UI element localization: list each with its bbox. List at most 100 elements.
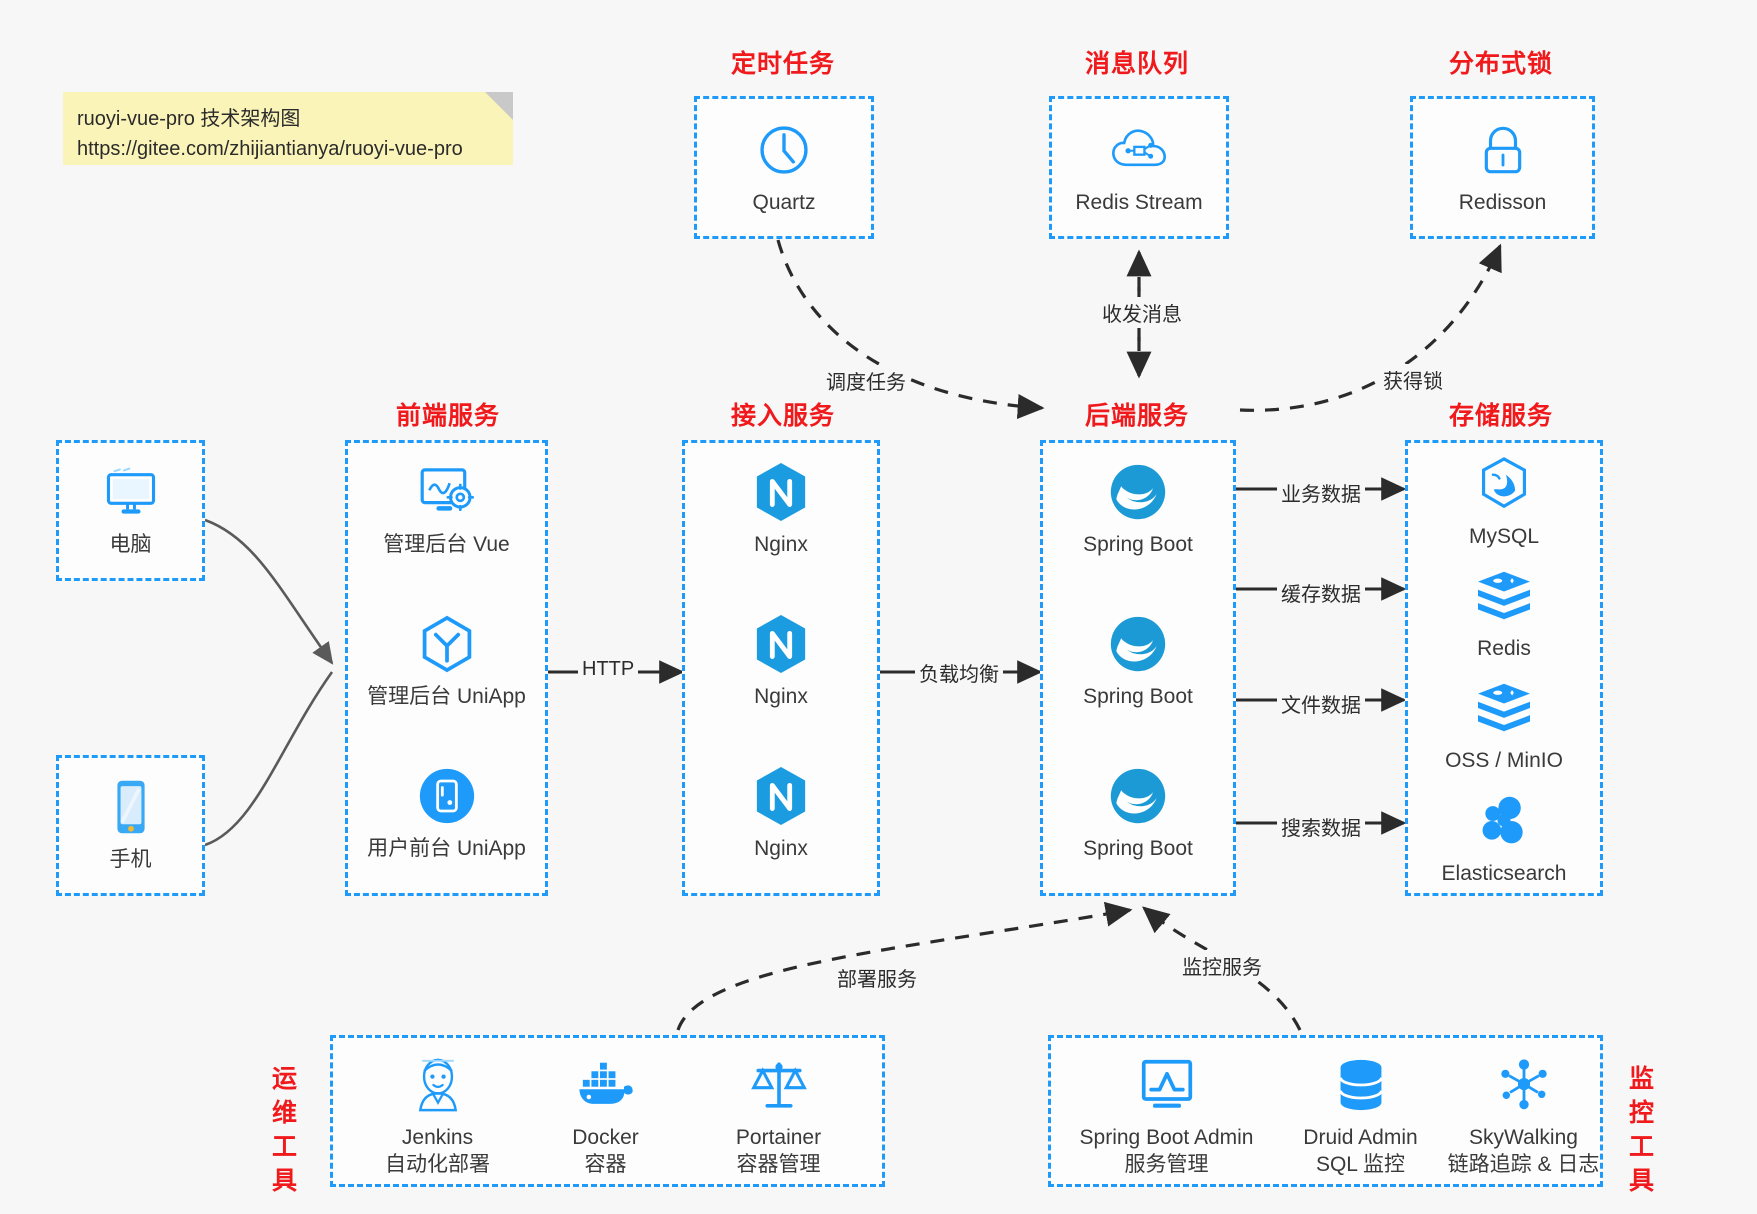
redis-stack-icon: [1476, 675, 1532, 741]
group-title-backend: 后端服务: [1085, 402, 1190, 430]
node-portainer[interactable]: Portainer 容器管理: [691, 1052, 866, 1178]
node-mysql[interactable]: MySQL: [1408, 451, 1600, 550]
scales-icon: [750, 1052, 807, 1118]
node-label: 管理后台 UniApp: [367, 685, 526, 708]
node-redisson[interactable]: Redisson: [1413, 117, 1592, 216]
node-nginx-2[interactable]: Nginx: [685, 611, 877, 710]
monitoring-title-line-2: 工具: [1628, 1133, 1655, 1195]
jenkins-butler-icon: [411, 1052, 465, 1118]
node-elasticsearch[interactable]: Elasticsearch: [1408, 788, 1600, 887]
group-title-scheduled-task: 定时任务: [731, 50, 836, 78]
group-box-monitoring: Spring Boot Admin 服务管理 Druid Admin SQL 监…: [1048, 1035, 1603, 1187]
group-title-monitoring: 监控 工具: [1620, 1062, 1664, 1198]
node-sublabel: 自动化部署: [385, 1153, 490, 1176]
elasticsearch-icon: [1476, 788, 1532, 854]
nginx-icon: [753, 459, 809, 525]
cloud-network-icon: [1111, 117, 1167, 183]
node-sublabel: 服务管理: [1124, 1153, 1209, 1176]
node-label: Redisson: [1458, 191, 1547, 214]
mysql-dolphin-icon: [1478, 451, 1530, 517]
node-spring-boot-admin[interactable]: Spring Boot Admin 服务管理: [1059, 1052, 1274, 1178]
node-sublabel: SQL 监控: [1315, 1153, 1406, 1176]
database-icon: [1335, 1052, 1387, 1118]
node-jenkins[interactable]: Jenkins 自动化部署: [355, 1052, 520, 1178]
node-redis-stream[interactable]: Redis Stream: [1052, 117, 1226, 216]
group-title-message-queue: 消息队列: [1085, 50, 1190, 78]
group-box-storage: MySQL Redis: [1405, 440, 1603, 896]
note-line-2: https://gitee.com/zhijiantianya/ruoyi-vu…: [77, 138, 463, 160]
node-label: Jenkins: [401, 1126, 474, 1149]
node-label: Spring Boot: [1083, 685, 1193, 708]
node-admin-vue[interactable]: 管理后台 Vue: [348, 459, 545, 558]
spring-leaf-icon: [1108, 459, 1168, 525]
nginx-icon: [753, 611, 809, 677]
node-spring-boot-2[interactable]: Spring Boot: [1043, 611, 1233, 710]
node-user-uniapp[interactable]: 用户前台 UniApp: [348, 763, 545, 862]
edge-label-cache-data: 缓存数据: [1277, 577, 1365, 608]
edge-label-file-data: 文件数据: [1277, 688, 1365, 719]
monitoring-title-line-1: 监控: [1628, 1065, 1655, 1127]
node-label: Spring Boot: [1083, 533, 1193, 556]
devops-title-line-1: 运维: [271, 1065, 298, 1127]
lock-icon: [1478, 117, 1528, 183]
spring-leaf-icon: [1108, 611, 1168, 677]
node-label: Redis Stream: [1075, 191, 1203, 214]
node-label: 用户前台 UniApp: [367, 837, 526, 860]
group-title-storage: 存储服务: [1449, 402, 1554, 430]
node-label: Nginx: [754, 685, 808, 708]
node-quartz[interactable]: Quartz: [697, 117, 871, 216]
node-sublabel: 链路追踪 & 日志: [1447, 1153, 1600, 1176]
node-nginx-3[interactable]: Nginx: [685, 763, 877, 862]
node-label: Spring Boot: [1083, 837, 1193, 860]
dashboard-gear-icon: [416, 459, 478, 525]
group-box-message-queue: Redis Stream: [1049, 96, 1229, 239]
node-redis[interactable]: Redis: [1408, 563, 1600, 662]
node-label: MySQL: [1468, 525, 1539, 548]
edge-label-send-receive-message: 收发消息: [1098, 297, 1186, 328]
node-druid-admin[interactable]: Druid Admin SQL 监控: [1273, 1052, 1448, 1178]
node-nginx-1[interactable]: Nginx: [685, 459, 877, 558]
clock-icon: [757, 117, 811, 183]
node-admin-uniapp[interactable]: 管理后台 UniApp: [348, 611, 545, 710]
hexagon-y-icon: [419, 611, 475, 677]
group-box-frontend: 管理后台 Vue 管理后台 UniApp 用户前台 UniApp: [345, 440, 548, 896]
node-spring-boot-3[interactable]: Spring Boot: [1043, 763, 1233, 862]
edge-label-monitor-service: 监控服务: [1178, 950, 1266, 981]
circle-phone-icon: [418, 763, 476, 829]
node-spring-boot-1[interactable]: Spring Boot: [1043, 459, 1233, 558]
note-fold-corner: [485, 92, 513, 120]
group-box-distributed-lock: Redisson: [1410, 96, 1595, 239]
docker-whale-icon: [576, 1052, 636, 1118]
group-box-scheduled-task: Quartz: [694, 96, 874, 239]
edge-label-business-data: 业务数据: [1277, 477, 1365, 508]
edge-label-search-data: 搜索数据: [1277, 811, 1365, 842]
node-label: Elasticsearch: [1441, 862, 1567, 885]
group-title-frontend: 前端服务: [396, 402, 501, 430]
node-label: Nginx: [754, 533, 808, 556]
edge-label-acquire-lock: 获得锁: [1379, 364, 1447, 395]
devops-title-line-2: 工具: [271, 1133, 298, 1195]
group-title-devops: 运维 工具: [263, 1062, 307, 1198]
node-label: Docker: [572, 1126, 639, 1149]
monitor-chart-icon: [1138, 1052, 1196, 1118]
desktop-icon: [102, 459, 160, 525]
group-box-gateway: Nginx Nginx Nginx: [682, 440, 880, 896]
node-label: Redis: [1477, 637, 1531, 660]
node-label: 手机: [109, 848, 152, 871]
node-label: OSS / MinIO: [1445, 749, 1563, 772]
node-skywalking[interactable]: SkyWalking 链路追踪 & 日志: [1441, 1052, 1606, 1178]
node-label: SkyWalking: [1469, 1126, 1578, 1149]
node-label: Spring Boot Admin: [1079, 1126, 1254, 1149]
node-label: Druid Admin: [1303, 1126, 1418, 1149]
node-label: 电脑: [109, 533, 152, 556]
node-docker[interactable]: Docker 容器: [523, 1052, 688, 1178]
group-title-gateway: 接入服务: [731, 402, 836, 430]
node-mobile[interactable]: 手机: [59, 774, 202, 873]
nginx-icon: [753, 763, 809, 829]
spring-leaf-icon: [1108, 763, 1168, 829]
group-box-backend: Spring Boot Spring Boot Spring Boot: [1040, 440, 1236, 896]
node-desktop[interactable]: 电脑: [59, 459, 202, 558]
group-box-client-desktop: 电脑: [56, 440, 205, 581]
node-oss-minio[interactable]: OSS / MinIO: [1408, 675, 1600, 774]
